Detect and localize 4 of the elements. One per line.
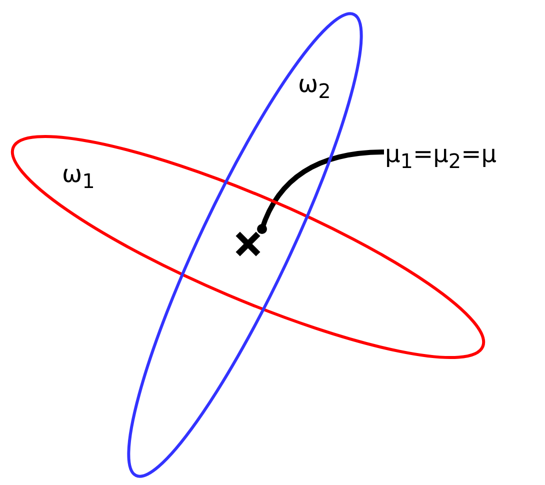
set-label: ω$_{2}$ bbox=[298, 72, 331, 101]
equation-label: μ$_{1}$=μ$_{2}$=μ bbox=[385, 142, 497, 171]
leader-line bbox=[257, 150, 384, 234]
set-label: ω$_{1}$ bbox=[62, 162, 95, 191]
